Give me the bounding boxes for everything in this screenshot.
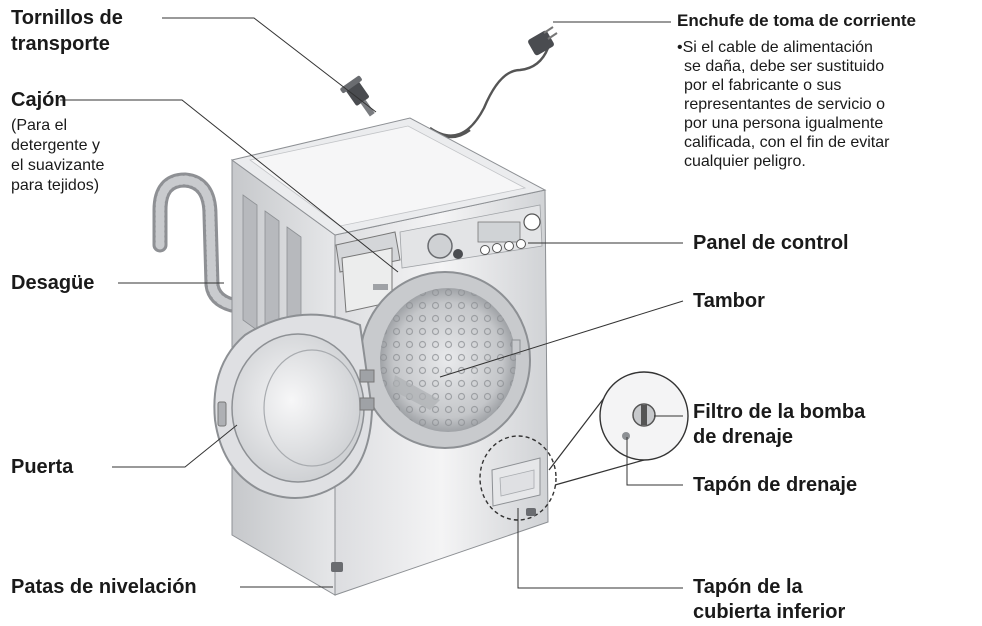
label-tapon-cubierta-line2: cubierta inferior: [693, 601, 846, 623]
enchufe-desc-line1: •Si el cable de alimentación: [677, 39, 873, 56]
label-patas-de-nivelacion: Patas de nivelación: [11, 576, 197, 598]
label-desague: Desagüe: [11, 272, 95, 294]
enchufe-desc-line6: calificada, con el fin de evitar: [684, 134, 890, 151]
label-panel-de-control: Panel de control: [693, 232, 849, 254]
cajon-desc-line3: el suavizante: [11, 157, 105, 174]
enchufe-desc-line5: por una persona igualmente: [684, 115, 884, 132]
detergent-drawer: [335, 231, 401, 313]
cajon-desc-line1: (Para el: [11, 117, 68, 134]
enchufe-desc-line7: cualquier peligro.: [684, 153, 806, 170]
drain-hose: [152, 172, 240, 313]
enchufe-desc-line4: representantes de servicio o: [684, 96, 885, 113]
label-filtro-line1: Filtro de la bomba: [693, 401, 866, 423]
cajon-desc-line4: para tejidos): [11, 177, 100, 194]
door-lock: [511, 339, 521, 355]
drum: [359, 271, 531, 449]
leader-lines: [60, 17, 684, 589]
label-enchufe: Enchufe de toma de corriente: [677, 11, 916, 30]
label-tambor: Tambor: [693, 290, 765, 312]
cajon-desc-line2: detergente y: [11, 137, 100, 154]
drain-filter-zoom: [548, 371, 689, 486]
enchufe-desc-line3: por el fabricante o sus: [684, 77, 842, 94]
enchufe-desc-line2: se daña, debe ser sustituido: [684, 58, 885, 75]
door: [213, 313, 375, 499]
leveling-foot-right: [526, 508, 536, 516]
transport-bolt: [340, 75, 375, 117]
label-cajon: Cajón: [11, 89, 67, 111]
bottom-cover-dashed-circle: [479, 435, 557, 521]
leveling-foot-left: [331, 562, 343, 572]
label-tornillos-de-transporte-line1: Tornillos de: [11, 7, 123, 29]
bottom-cover: [491, 457, 541, 507]
control-panel: [399, 204, 543, 269]
label-tornillos-de-transporte-line2: transporte: [11, 33, 110, 55]
label-filtro-line2: de drenaje: [693, 426, 794, 448]
power-cord: [429, 26, 558, 139]
label-puerta: Puerta: [11, 456, 74, 478]
label-tapon-cubierta-line1: Tapón de la: [693, 576, 803, 598]
label-tapon-de-drenaje: Tapón de drenaje: [693, 474, 858, 496]
